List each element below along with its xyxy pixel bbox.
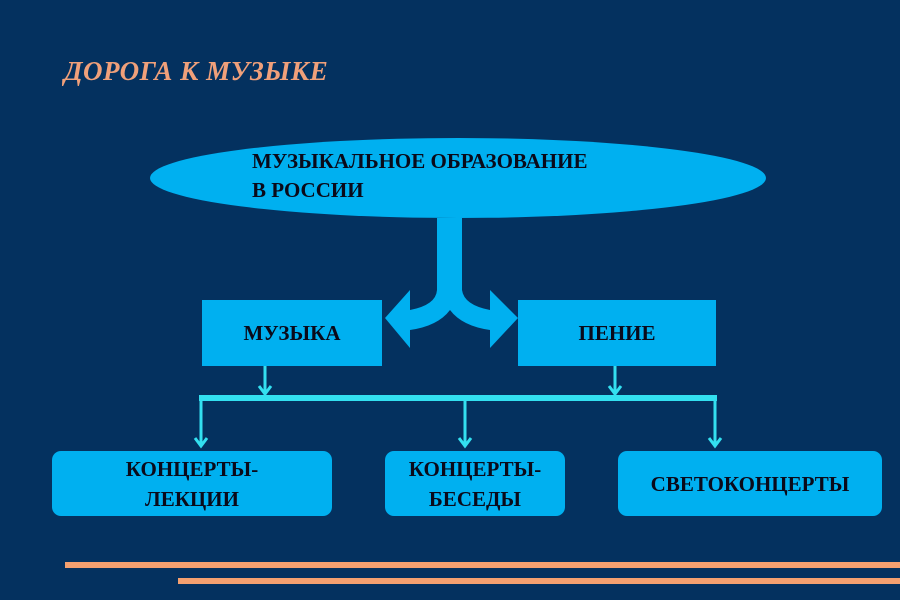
decorative-line-top bbox=[65, 562, 900, 568]
leaf-line: ЛЕКЦИИ bbox=[145, 486, 239, 511]
node-musika: МУЗЫКА bbox=[202, 300, 382, 366]
leaf-line: КОНЦЕРТЫ- bbox=[125, 456, 259, 481]
arrowhead bbox=[707, 437, 723, 449]
split-arrow bbox=[385, 218, 518, 348]
leaf-line: БЕСЕДЫ bbox=[428, 486, 522, 511]
node-label: ПЕНИЕ bbox=[578, 321, 656, 345]
root-node: МУЗЫКАЛЬНОЕ ОБРАЗОВАНИЕ В РОССИИ bbox=[252, 147, 587, 205]
arrowhead bbox=[193, 437, 209, 449]
arrowhead bbox=[257, 385, 273, 397]
root-line-1: МУЗЫКАЛЬНОЕ ОБРАЗОВАНИЕ bbox=[252, 149, 588, 173]
slide-title: ДОРОГА К МУЗЫКЕ bbox=[64, 56, 329, 86]
leaf-concerts-talks: КОНЦЕРТЫ- БЕСЕДЫ bbox=[385, 451, 565, 516]
leaf-line: СВЕТОКОНЦЕРТЫ bbox=[650, 471, 850, 496]
leaf-line: КОНЦЕРТЫ- bbox=[408, 456, 542, 481]
node-label: МУЗЫКА bbox=[243, 321, 341, 345]
leaf-concerts-lectures: КОНЦЕРТЫ- ЛЕКЦИИ bbox=[52, 451, 332, 516]
decorative-line-bottom bbox=[178, 578, 900, 584]
root-ellipse bbox=[150, 138, 766, 218]
node-penie: ПЕНИЕ bbox=[518, 300, 716, 366]
root-line-2: В РОССИИ bbox=[252, 178, 364, 202]
leaf-light-concerts: СВЕТОКОНЦЕРТЫ bbox=[618, 451, 882, 516]
arrowhead bbox=[457, 437, 473, 449]
horizontal-bus bbox=[199, 395, 717, 401]
arrowhead bbox=[607, 385, 623, 397]
